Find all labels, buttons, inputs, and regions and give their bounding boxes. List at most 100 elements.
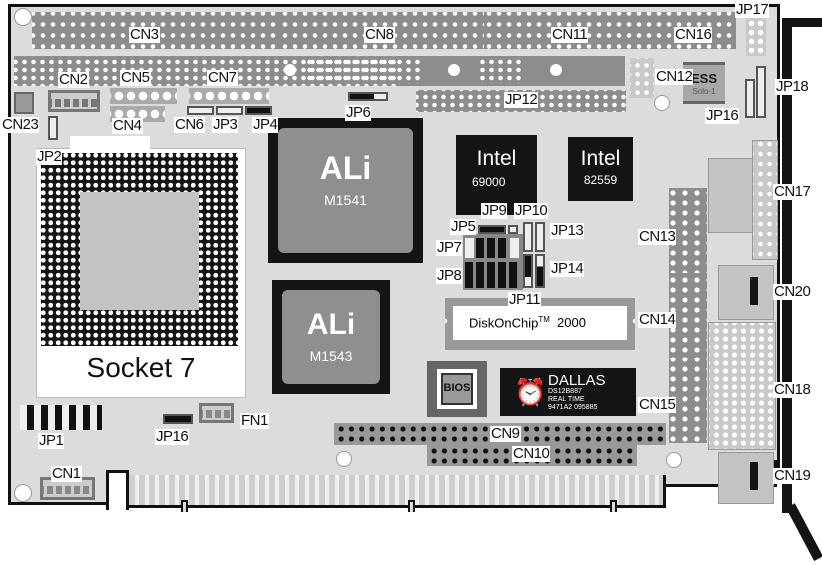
socket7-cavity <box>80 192 199 310</box>
label-cn4: CN4 <box>112 117 143 134</box>
db-connector-pins <box>305 58 420 84</box>
jp7-header <box>465 238 474 258</box>
ess-brand: ESS <box>690 71 717 86</box>
label-cn6: CN6 <box>174 116 205 133</box>
diskonchip-name: DiskOnChipTM <box>469 315 550 331</box>
label-cn3: CN3 <box>129 26 160 43</box>
label-jp6: JP6 <box>345 104 372 121</box>
label-jp16a: JP16 <box>155 428 190 445</box>
label-cn5: CN5 <box>120 69 151 86</box>
bios-chip: BIOS <box>427 361 487 417</box>
label-cn12: CN12 <box>655 68 694 85</box>
label-jp18: JP18 <box>775 78 810 95</box>
label-cn18: CN18 <box>773 381 812 398</box>
label-jp10: JP10 <box>514 202 549 219</box>
cn17-port <box>752 140 778 260</box>
label-cn11: CN11 <box>551 26 589 43</box>
northbridge-model: M1541 <box>324 192 367 208</box>
bracket-vertical <box>782 18 792 513</box>
cn5-header <box>110 88 177 104</box>
jp1-header <box>20 405 102 430</box>
cn2-connector <box>48 90 100 112</box>
rtc-line3: 9471A2 095885 <box>548 404 598 411</box>
jp13-header <box>535 222 545 252</box>
lan-brand: Intel <box>580 147 621 170</box>
cn20-slot <box>750 277 758 305</box>
northbridge-brand: ALi <box>319 150 372 186</box>
jp3-header <box>216 106 243 115</box>
label-jp11: JP11 <box>508 291 542 308</box>
label-cn23: CN23 <box>1 116 40 133</box>
jp16a-header <box>163 414 193 424</box>
lan-model: 82559 <box>583 173 618 187</box>
label-jp17: JP17 <box>735 1 770 18</box>
socket7-tab <box>70 136 150 150</box>
label-jp3: JP3 <box>212 116 239 133</box>
label-jp16b: JP16 <box>705 107 740 124</box>
label-jp1: JP1 <box>38 432 65 449</box>
lan-chip: Intel 82559 <box>568 137 633 201</box>
label-cn14: CN14 <box>638 311 677 328</box>
label-jp13: JP13 <box>550 222 585 239</box>
cn6-header <box>187 106 214 115</box>
jp18-header <box>756 66 766 118</box>
southbridge-chip: ALi M1543 <box>272 280 390 394</box>
label-cn13: CN13 <box>638 228 677 245</box>
jp16b-header <box>745 79 755 118</box>
bios-label: BIOS <box>443 382 471 394</box>
mounting-hole <box>14 8 32 26</box>
cn12-header <box>630 58 654 98</box>
cn15-header <box>669 358 707 443</box>
edge-notch-1 <box>106 470 129 510</box>
label-cn19: CN19 <box>773 467 812 484</box>
ess-model: Solo-1 <box>692 87 716 96</box>
cn1-connector <box>40 477 95 500</box>
mounting-hole <box>336 451 352 467</box>
jp11-header <box>523 254 533 288</box>
cn7-header <box>189 88 269 104</box>
fn1-connector <box>199 403 234 423</box>
edge-connector <box>126 472 666 508</box>
alarm-clock-icon: ⏰ <box>514 377 547 407</box>
cn23-connector <box>14 92 34 114</box>
vga-chip: Intel 69000 <box>456 135 537 215</box>
jp9-cell <box>510 238 519 258</box>
mounting-hole <box>654 95 670 111</box>
connector-screw <box>284 64 296 76</box>
rtc-line2: REAL TIME <box>548 396 585 403</box>
label-jp8: JP8 <box>436 267 463 284</box>
rtc-chip: ⏰ DALLAS DS12B887 REAL TIME 9471A2 09588… <box>500 368 636 416</box>
mounting-hole <box>14 484 32 502</box>
label-cn2: CN2 <box>58 71 89 88</box>
connector-screw <box>448 64 460 76</box>
southbridge-model: M1543 <box>309 348 353 364</box>
label-jp12: JP12 <box>504 91 539 108</box>
label-jp9: JP9 <box>481 202 508 219</box>
edge-notch-4 <box>610 500 617 512</box>
rtc-brand: DALLAS <box>548 372 606 389</box>
jp8-block <box>465 262 520 288</box>
jp4-header <box>245 106 272 115</box>
label-cn9: CN9 <box>490 425 521 442</box>
label-cn10: CN10 <box>512 445 551 462</box>
label-cn1: CN1 <box>51 465 82 482</box>
rtc-line1: DS12B887 <box>548 388 582 395</box>
connector-screw <box>550 64 562 76</box>
mounting-hole <box>666 452 682 468</box>
label-jp7: JP7 <box>436 239 463 256</box>
vga-brand: Intel <box>476 147 517 170</box>
label-jp14: JP14 <box>550 260 585 277</box>
label-cn8: CN8 <box>364 26 395 43</box>
label-cn17: CN17 <box>773 183 812 200</box>
jp7-block <box>476 238 508 258</box>
jp9-header <box>508 225 518 234</box>
label-cn16: CN16 <box>674 26 713 43</box>
jp10-header <box>523 222 533 252</box>
label-jp2: JP2 <box>36 148 63 165</box>
diskonchip-chip: DiskOnChipTM 2000 <box>453 306 627 340</box>
socket7-label: Socket 7 <box>86 352 196 383</box>
northbridge-chip: ALi M1541 <box>268 118 423 263</box>
label-cn20: CN20 <box>773 283 812 300</box>
diskonchip-model: 2000 <box>557 315 586 330</box>
label-jp4: JP4 <box>252 116 279 133</box>
